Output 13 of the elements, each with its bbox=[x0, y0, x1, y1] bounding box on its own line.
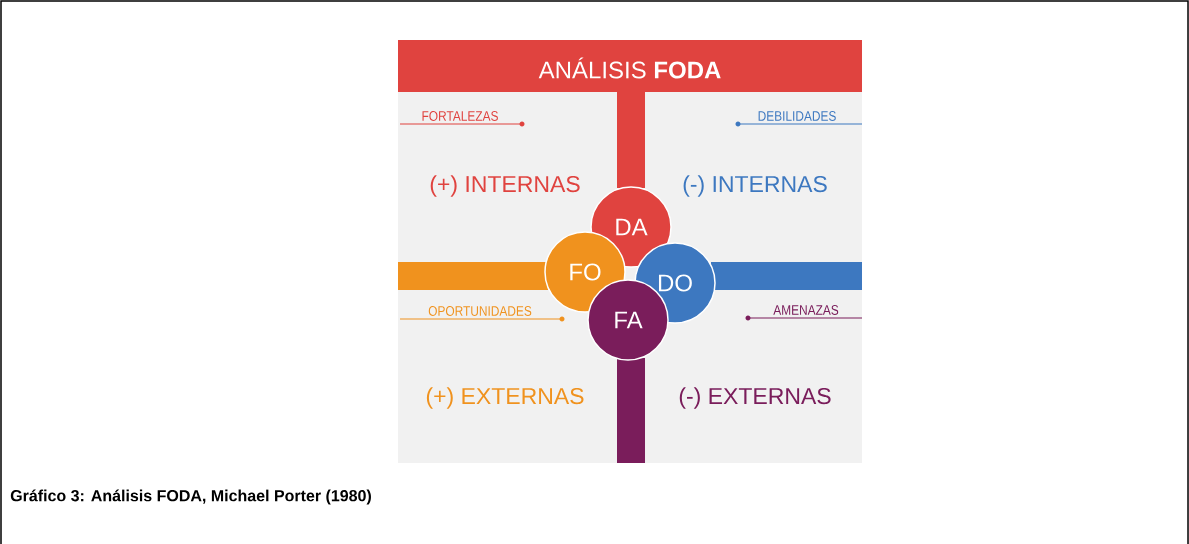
caption: Gráfico 3: Análisis FODA, Michael Porter (1980) bbox=[10, 489, 371, 505]
quadrant-label: (-) INTERNAS bbox=[683, 175, 827, 197]
bar bbox=[617, 92, 645, 188]
title: ANÁLISIS FODA bbox=[538, 57, 721, 79]
bar bbox=[617, 358, 645, 463]
bar bbox=[711, 262, 862, 290]
underlined-label: FORTALEZAS bbox=[399, 111, 525, 127]
bar bbox=[398, 262, 548, 290]
quadrant-label: (+) EXTERNAS bbox=[426, 387, 584, 409]
quadrant-label: (-) EXTERNAS bbox=[679, 387, 831, 409]
underlined-label: DEBILIDADES bbox=[735, 111, 863, 127]
underlined-label: AMENAZAS bbox=[745, 305, 863, 321]
quadrant-label: (+) INTERNAS bbox=[430, 175, 580, 197]
